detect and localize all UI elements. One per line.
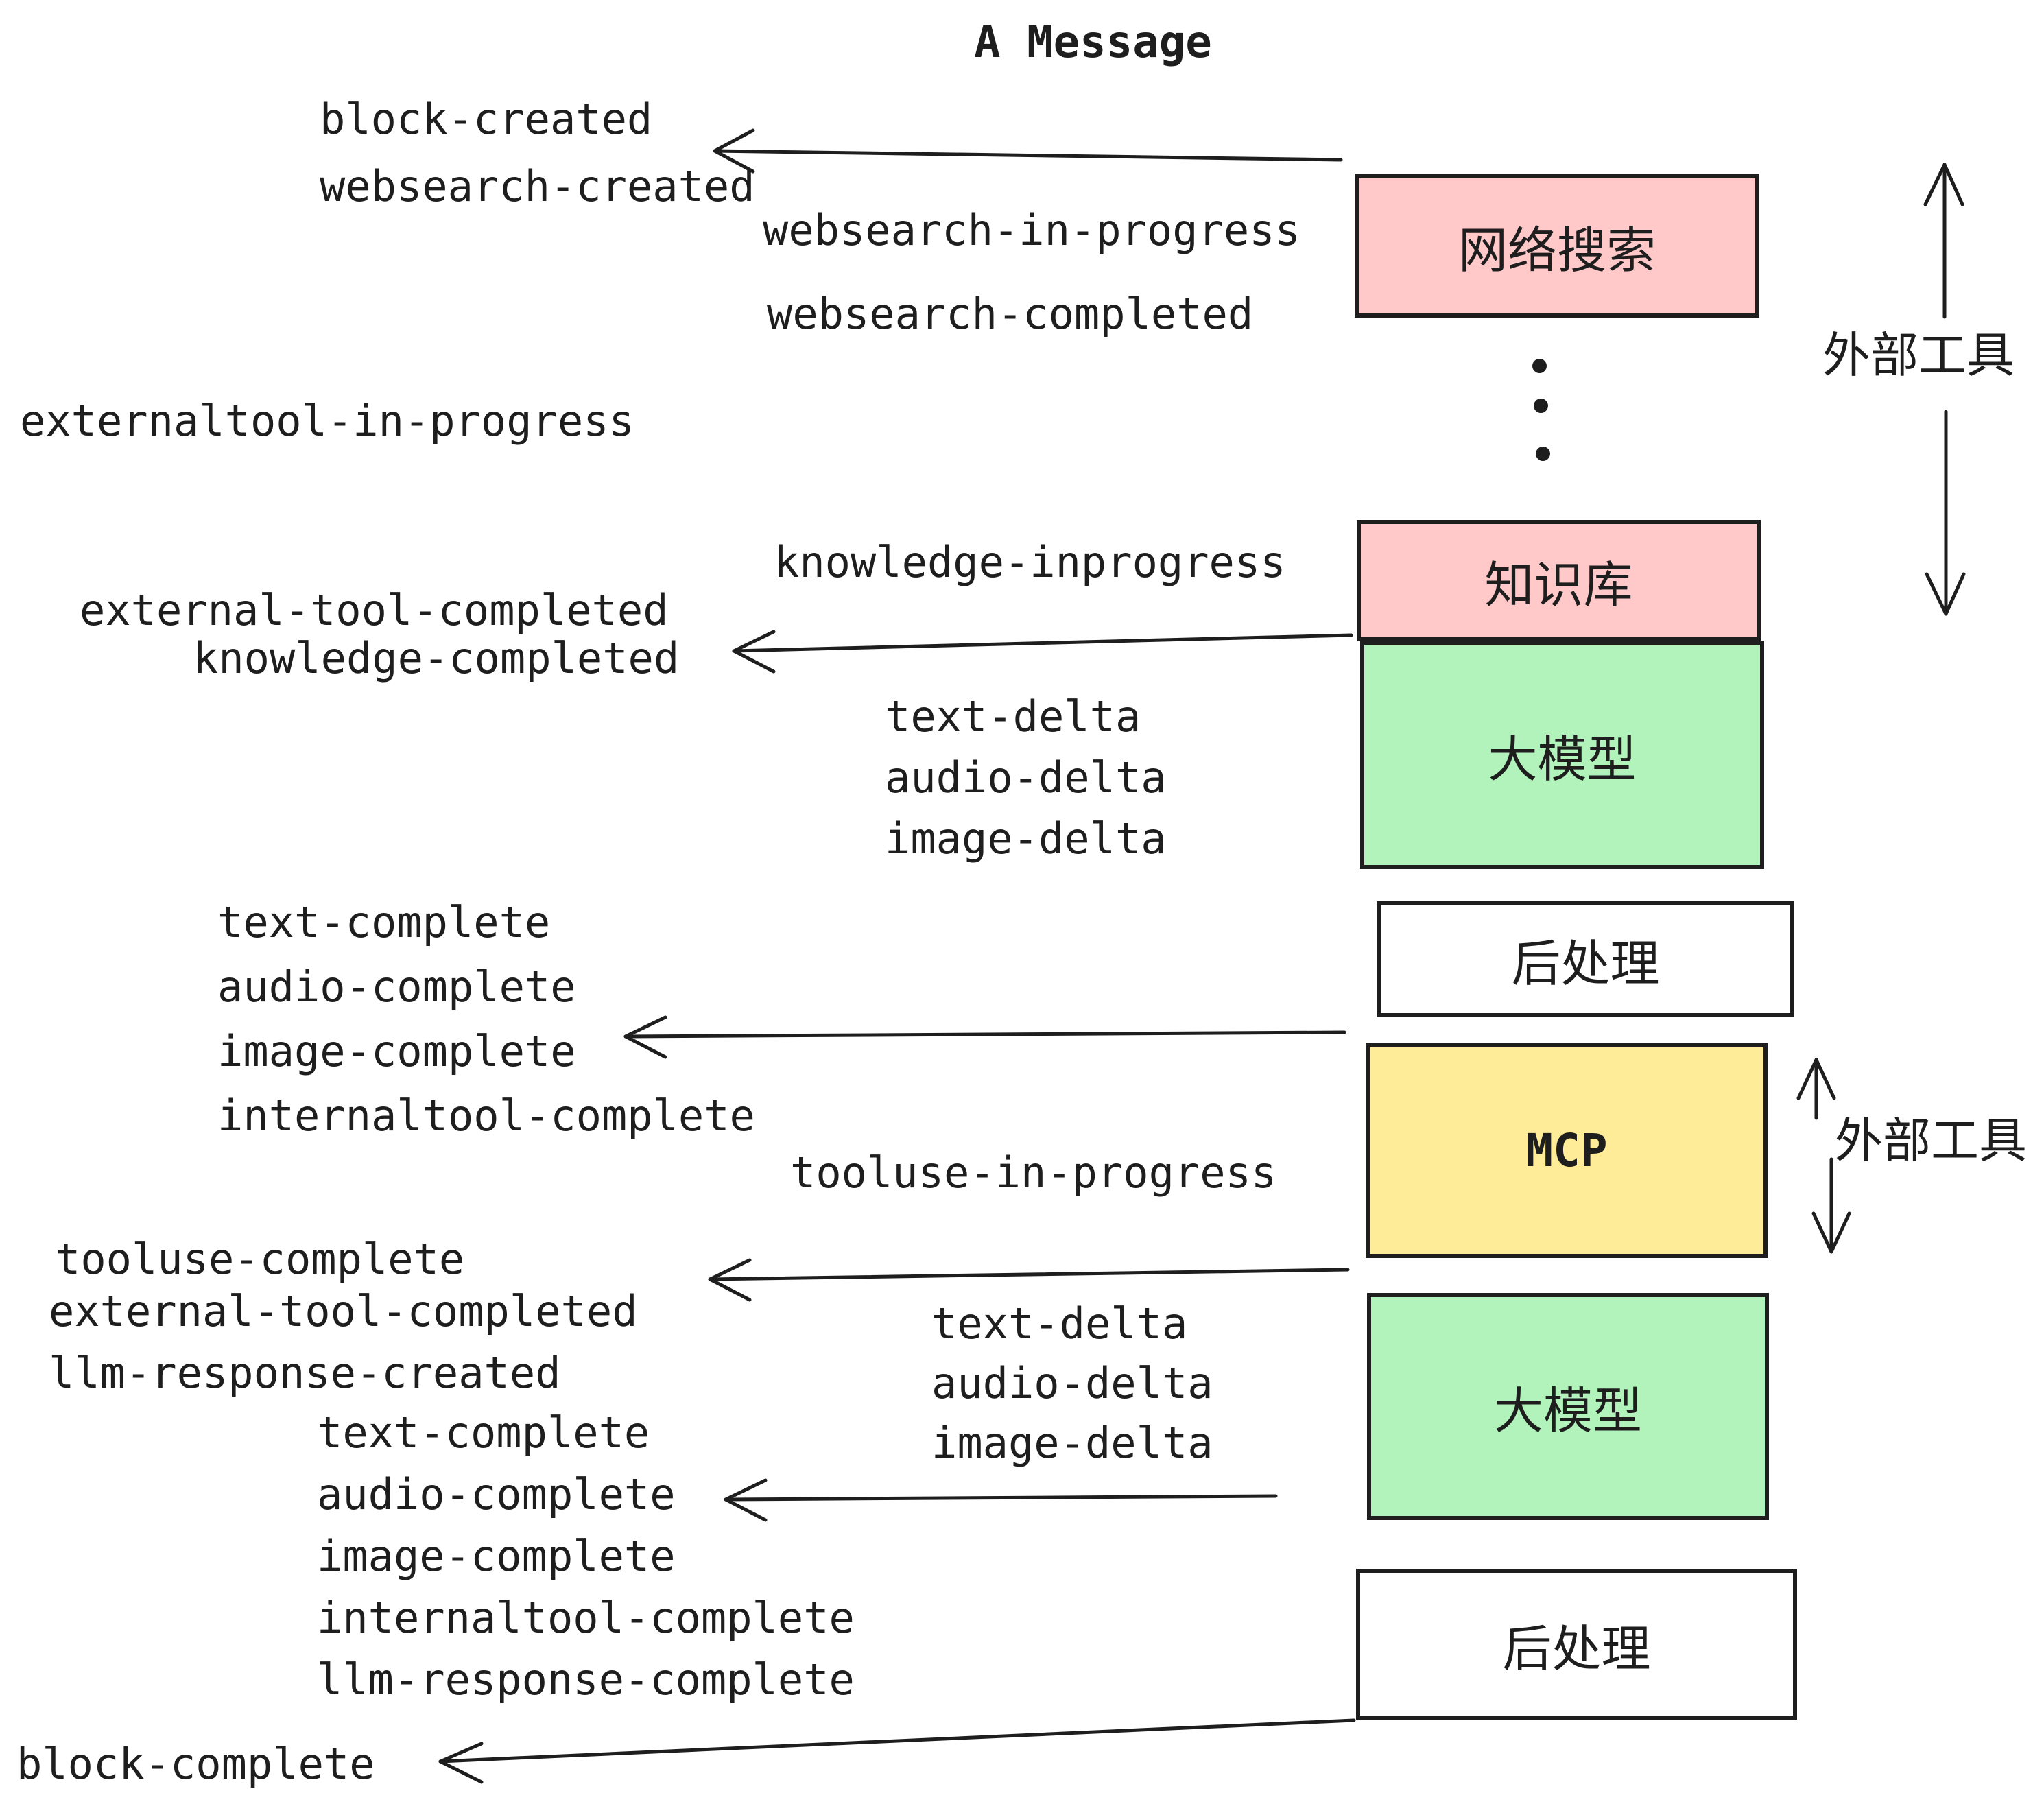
- event-tooluse-complete: tooluse-complete: [55, 1234, 465, 1284]
- box-postprocess-1: 后处理: [1377, 901, 1794, 1017]
- arrow-up-external-tools-bottom-icon: [1796, 1058, 1836, 1120]
- event-internaltool-complete-2: internaltool-complete: [317, 1593, 855, 1643]
- external-tools-label-top: 外部工具: [1822, 327, 2015, 383]
- event-knowledge-completed: knowledge-completed: [193, 633, 680, 683]
- event-audio-delta-2: audio-delta: [931, 1358, 1213, 1408]
- arrow-left-audio-complete-icon: [724, 1478, 1278, 1522]
- event-knowledge-inprogress: knowledge-inprogress: [774, 537, 1286, 587]
- event-text-delta-2: text-delta: [931, 1298, 1188, 1349]
- box-mcp: MCP: [1366, 1043, 1768, 1258]
- box-postprocess-2: 后处理: [1356, 1569, 1797, 1720]
- ellipsis-dot-icon: [1532, 359, 1547, 373]
- box-postprocess-1-label: 后处理: [1511, 935, 1660, 993]
- event-block-complete: block-complete: [16, 1739, 375, 1789]
- arrow-left-block-complete-icon: [438, 1718, 1356, 1784]
- event-external-tool-completed-2: external-tool-completed: [49, 1286, 638, 1336]
- box-mcp-label: MCP: [1525, 1124, 1608, 1177]
- diagram-title: A Message: [974, 17, 1212, 68]
- event-audio-delta: audio-delta: [885, 752, 1167, 803]
- arrow-up-external-tools-top-icon: [1923, 163, 1964, 319]
- event-group-complete-set-2: text-complete audio-complete image-compl…: [317, 1408, 855, 1716]
- event-image-delta-2: image-delta: [931, 1418, 1213, 1468]
- box-llm-2: 大模型: [1367, 1293, 1769, 1520]
- box-knowledge-base-label: 知识库: [1484, 556, 1633, 614]
- box-web-search-label: 网络搜索: [1458, 221, 1656, 279]
- arrow-left-websearch-created-icon: [713, 128, 1343, 174]
- event-text-complete: text-complete: [217, 897, 551, 947]
- event-image-complete-2: image-complete: [317, 1531, 676, 1581]
- event-internaltool-complete: internaltool-complete: [217, 1091, 755, 1141]
- ellipsis-dot-icon: [1536, 447, 1550, 461]
- event-text-complete-2: text-complete: [317, 1408, 650, 1458]
- external-tools-label-bottom: 外部工具: [1835, 1113, 2027, 1169]
- event-websearch-completed: websearch-completed: [767, 289, 1254, 339]
- arrow-left-knowledge-completed-icon: [732, 630, 1353, 674]
- arrow-down-external-tools-bottom-icon: [1811, 1157, 1851, 1254]
- event-group-stream-deltas-2: text-delta audio-delta image-delta: [931, 1298, 1213, 1477]
- box-postprocess-2-label: 后处理: [1502, 1619, 1651, 1678]
- arrow-down-external-tools-top-icon: [1925, 410, 1966, 616]
- event-audio-complete: audio-complete: [217, 962, 576, 1012]
- event-llm-response-created: llm-response-created: [49, 1348, 561, 1398]
- event-websearch-in-progress: websearch-in-progress: [763, 205, 1300, 255]
- arrow-left-image-complete-icon: [623, 1015, 1346, 1059]
- event-llm-response-complete: llm-response-complete: [317, 1654, 855, 1705]
- event-group-complete-set-1: text-complete audio-complete image-compl…: [217, 897, 755, 1155]
- event-text-delta: text-delta: [885, 691, 1141, 741]
- box-web-search: 网络搜索: [1355, 174, 1759, 318]
- event-externaltool-in-progress: externaltool-in-progress: [20, 396, 634, 446]
- event-websearch-created: websearch-created: [320, 161, 755, 211]
- event-image-complete: image-complete: [217, 1026, 576, 1076]
- event-image-delta: image-delta: [885, 814, 1167, 864]
- box-knowledge-base: 知识库: [1357, 520, 1761, 641]
- arrow-left-tooluse-complete-icon: [708, 1258, 1350, 1302]
- box-llm-1: 大模型: [1360, 641, 1764, 869]
- box-llm-1-label: 大模型: [1488, 731, 1637, 788]
- event-external-tool-completed: external-tool-completed: [80, 585, 669, 635]
- box-llm-2-label: 大模型: [1493, 1382, 1642, 1440]
- event-tooluse-in-progress: tooluse-in-progress: [790, 1148, 1277, 1198]
- event-block-created: block-created: [320, 94, 653, 144]
- ellipsis-dot-icon: [1534, 399, 1548, 413]
- event-group-stream-deltas-1: text-delta audio-delta image-delta: [885, 691, 1167, 875]
- event-audio-complete-2: audio-complete: [317, 1469, 676, 1519]
